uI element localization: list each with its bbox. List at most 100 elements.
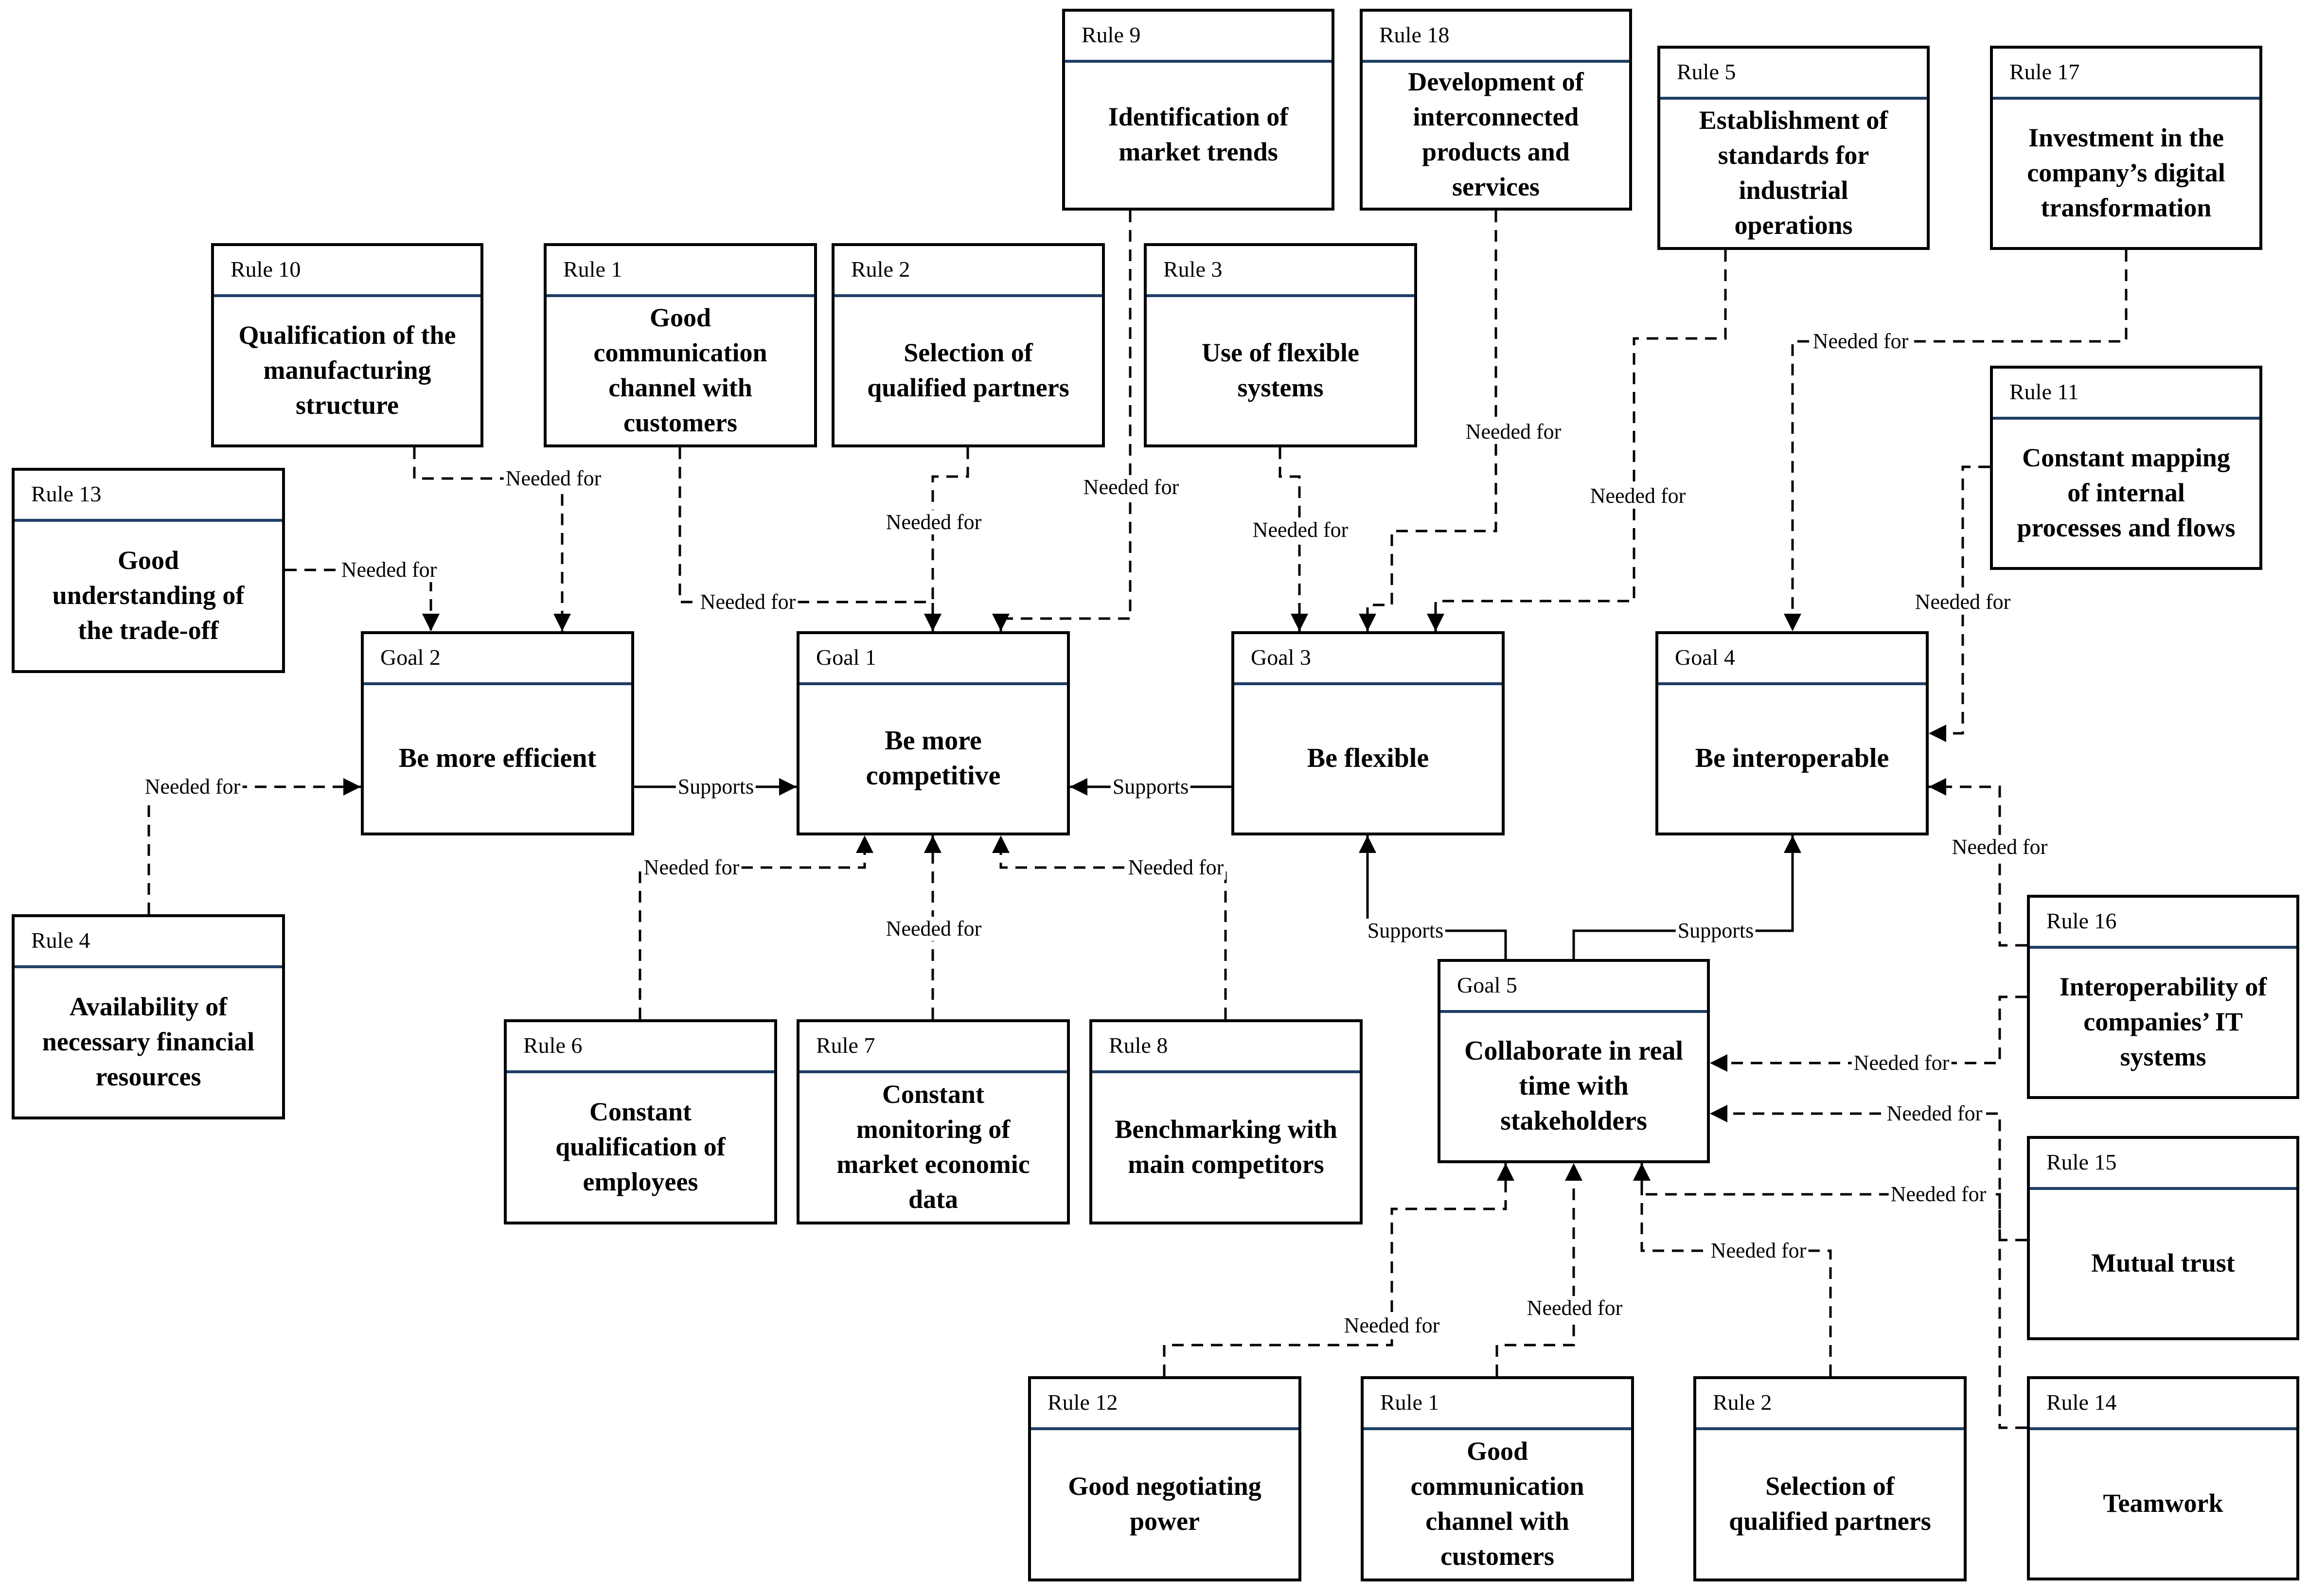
goal-4-id: Goal 4 [1658,634,1926,685]
arrowhead-goal5-goal3 [1359,835,1376,853]
rule-11-id: Rule 11 [1993,369,2259,420]
rule-5-id: Rule 5 [1660,49,1927,100]
rule-2-top-text: Selection of qualified partners [867,337,1069,402]
rule-1-top-text: Good communication channel with customer… [593,302,767,437]
rule-2-bottom-text: Selection of qualified partners [1729,1471,1931,1536]
rule-11-box: Rule 11 Constant mapping of internal pro… [1990,366,2262,570]
edge-label-rule7-goal1: Needed for [884,917,984,941]
edge-label-rule16-goal5: Needed for [1851,1051,1952,1075]
edge-label-rule1-goal1: Needed for [698,590,798,614]
rule-13-id: Rule 13 [15,471,282,522]
edge-label-goal2-goal1: Supports [675,775,756,799]
rule-6-box: Rule 6 Constant qualification of employe… [504,1019,777,1224]
connector-rule12-goal5 [1163,1163,1507,1376]
rule-7-text: Constant monitoring of market economic d… [836,1079,1030,1214]
rule-15-box: Rule 15 Mutual trust [2027,1136,2299,1340]
arrowhead-rule16-goal4 [1929,778,1946,796]
rule-18-text: Development of interconnected products a… [1408,67,1584,201]
edge-label-rule2b-goal5: Needed for [1708,1239,1809,1263]
rule-9-text: Identification of market trends [1108,102,1289,166]
edge-label-rule5-goal3: Needed for [1588,484,1688,508]
rule-15-id: Rule 15 [2030,1139,2296,1190]
rule-17-id: Rule 17 [1993,49,2259,100]
goal-4-box: Goal 4 Be interoperable [1655,631,1929,835]
connector-rule10-goal2 [413,447,564,631]
rule-9-id: Rule 9 [1065,12,1332,63]
rule-4-id: Rule 4 [15,917,282,968]
arrowhead-rule1b-goal5 [1565,1163,1582,1181]
arrowhead-rule6-goal1 [856,835,873,853]
rule-14-id: Rule 14 [2030,1379,2296,1430]
edge-label-goal3-goal1: Supports [1110,775,1191,799]
arrowhead-rule15-goal5 [1710,1105,1727,1122]
edge-label-rule18-goal3: Needed for [1463,420,1563,444]
rule-16-id: Rule 16 [2030,898,2296,949]
rule-5-box: Rule 5 Establishment of standards for in… [1657,46,1930,250]
rule-13-box: Rule 13 Good understanding of the trade-… [12,468,285,673]
edge-label-goal5-goal3: Supports [1365,919,1446,943]
rule-12-id: Rule 12 [1031,1379,1298,1430]
arrowhead-rule8-goal1 [992,835,1010,853]
edge-label-rule12-goal5: Needed for [1342,1313,1442,1338]
rule-14-text: Teamwork [2103,1488,2223,1518]
connector-rule9-goal1 [999,211,1132,631]
edge-label-rule4-goal2: Needed for [142,775,243,799]
arrowhead-goal5-goal4 [1784,835,1801,853]
rule-2-top-box: Rule 2 Selection of qualified partners [832,243,1105,447]
edge-label-rule16-goal4: Needed for [1950,835,2050,859]
connector-rule1-goal1 [678,447,934,631]
edge-label-rule1b-goal5: Needed for [1525,1296,1625,1320]
rule-8-text: Benchmarking with main competitors [1115,1114,1337,1179]
rule-3-id: Rule 3 [1147,246,1414,297]
goal-5-id: Goal 5 [1440,962,1707,1013]
arrowhead-rule3-goal3 [1291,614,1308,631]
rule-4-text: Availability of necessary financial reso… [42,992,255,1091]
rule-8-id: Rule 8 [1092,1022,1360,1073]
edge-label-rule15-goal5: Needed for [1884,1101,1985,1126]
rule-3-box: Rule 3 Use of flexible systems [1144,243,1417,447]
connector-rule16-goal4 [1929,785,2027,947]
connector-rule5-goal3 [1434,250,1727,631]
arrowhead-rule18-goal3 [1359,614,1376,631]
rule-7-box: Rule 7 Constant monitoring of market eco… [797,1019,1070,1224]
rule-2-top-id: Rule 2 [835,246,1102,297]
goal-1-text: Be more competitive [866,725,1001,791]
connector-rule17-goal4 [1791,250,2128,631]
arrowhead-rule5-goal3 [1427,614,1444,631]
goal-2-id: Goal 2 [364,634,631,685]
rule-4-box: Rule 4 Availability of necessary financi… [12,914,285,1119]
edge-label-goal5-goal4: Supports [1675,919,1756,943]
rule-14-box: Rule 14 Teamwork [2027,1376,2299,1580]
goal-3-text: Be flexible [1307,743,1429,773]
connector-rule18-goal3 [1366,211,1497,631]
edge-label-rule17-goal4: Needed for [1811,329,1911,354]
goal-2-box: Goal 2 Be more efficient [361,631,634,835]
edge-label-rule11-goal4: Needed for [1913,590,2013,614]
rule-17-text: Investment in the company’s digital tran… [2027,123,2225,222]
rule-10-text: Qualification of the manufacturing struc… [238,320,456,420]
goal-2-text: Be more efficient [398,743,597,773]
goal-3-id: Goal 3 [1234,634,1502,685]
rule-15-text: Mutual trust [2091,1248,2235,1277]
rule-17-box: Rule 17 Investment in the company’s digi… [1990,46,2262,250]
rule-5-text: Establishment of standards for industria… [1699,105,1888,240]
edge-label-rule9-goal1: Needed for [1081,475,1181,499]
goal-1-box: Goal 1 Be more competitive [797,631,1070,835]
goal-5-box: Goal 5 Collaborate in real time with sta… [1438,959,1710,1163]
arrowhead-rule17-goal4 [1784,614,1801,631]
rule-1-bottom-id: Rule 1 [1364,1379,1631,1430]
rule-2-bottom-id: Rule 2 [1696,1379,1964,1430]
rule-1-bottom-box: Rule 1 Good communication channel with c… [1361,1376,1634,1581]
arrowhead-rule16-goal5 [1710,1054,1727,1072]
connector-rule2-goal1 [931,447,969,631]
rule-10-box: Rule 10 Qualification of the manufacturi… [211,243,483,447]
rule-12-text: Good negotiating power [1068,1471,1261,1536]
edge-label-rule3-goal3: Needed for [1250,518,1350,542]
arrowhead-rule2-goal1 [924,614,941,631]
rule-8-box: Rule 8 Benchmarking with main competitor… [1089,1019,1363,1224]
edge-label-rule2-goal1: Needed for [884,510,984,534]
rule-1-bottom-text: Good communication channel with customer… [1410,1436,1584,1571]
rule-1-top-box: Rule 1 Good communication channel with c… [544,243,817,447]
arrowhead-rule11-goal4 [1929,725,1946,742]
edge-label-rule14-goal5: Needed for [1888,1182,1989,1206]
